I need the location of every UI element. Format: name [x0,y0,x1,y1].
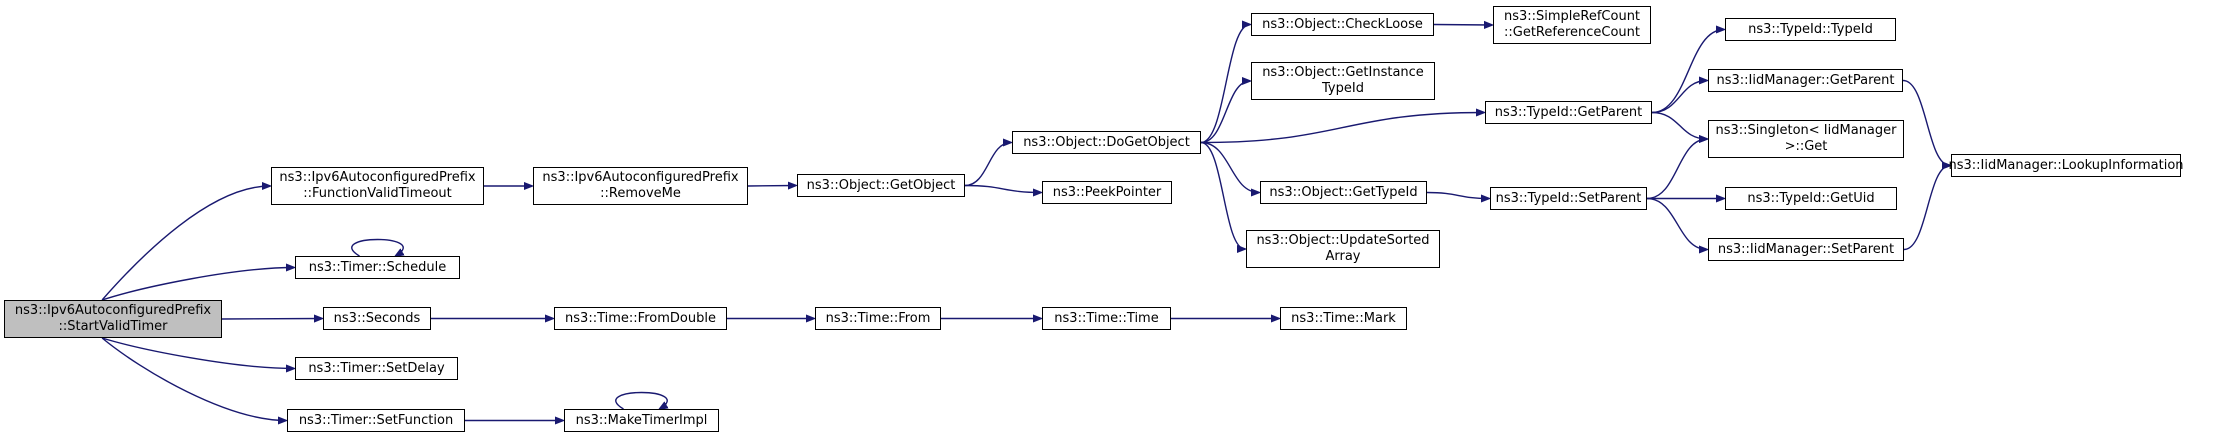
function-node-label: ::GetReferenceCount [1504,25,1640,40]
call-edge [1200,141,1245,250]
call-edge [1426,191,1489,199]
function-node-label: ns3::SimpleRefCount [1503,9,1641,24]
call-edge [1651,30,1724,114]
function-node[interactable]: ns3::Time::FromDouble [554,307,727,330]
function-node[interactable]: ns3::Seconds [323,307,431,330]
function-node-label: ns3::Time::Time [1054,310,1159,326]
root-function-node[interactable]: ns3::Ipv6AutoconfiguredPrefix::StartVali… [4,300,222,338]
function-node-label: TypeId [1322,81,1364,96]
function-node[interactable]: ns3::Object::GetTypeId [1260,181,1427,204]
call-edge [351,238,403,257]
call-edge [964,184,1041,193]
function-node[interactable]: ns3::Time::From [815,307,941,330]
function-node-label: ns3::TypeId::GetUid [1747,190,1875,206]
function-node[interactable]: ns3::Timer::SetFunction [287,409,465,432]
function-node[interactable]: ns3::IidManager::SetParent [1708,238,1904,261]
function-node-label: ns3::Object::DoGetObject [1023,134,1190,150]
function-node-label: Array [1325,249,1361,264]
function-node[interactable]: ns3::SimpleRefCount::GetReferenceCount [1493,6,1651,44]
function-node-label: ns3::Timer::SetFunction [298,412,454,428]
function-node-label: ns3::Ipv6AutoconfiguredPrefix [279,170,476,185]
function-node-label: ::StartValidTimer [58,319,168,334]
call-edge [1200,25,1250,144]
function-node-label: ns3::PeekPointer [1052,184,1162,200]
call-edge [1433,25,1492,26]
function-node[interactable]: ns3::TypeId::SetParent [1490,187,1647,210]
call-edge [101,337,294,369]
call-edge [101,186,270,301]
function-node[interactable]: ns3::TypeId::GetUid [1725,187,1897,210]
function-node[interactable]: ns3::Timer::Schedule [295,256,460,279]
function-node[interactable]: ns3::Object::DoGetObject [1012,131,1201,154]
function-node-label: ns3::Seconds [333,310,421,326]
call-edge [1646,197,1707,250]
call-edge [101,337,286,421]
function-node-label: ns3::IidManager::SetParent [1717,241,1895,257]
call-edge [1646,139,1707,200]
function-node-label: ns3::Timer::SetDelay [308,360,445,376]
function-node-label: >::Get [1784,139,1828,154]
function-node-label: ns3::Time::Mark [1291,310,1396,326]
call-edge [615,391,667,410]
function-node-label: ns3::Ipv6AutoconfiguredPrefix [14,303,212,318]
function-node[interactable]: ns3::IidManager::LookupInformation [1948,154,2184,177]
call-edge [101,268,294,301]
function-node-label: ns3::TypeId::TypeId [1748,21,1873,37]
function-node[interactable]: ns3::TypeId::GetParent [1485,101,1652,124]
function-node[interactable]: ns3::IidManager::GetParent [1708,69,1903,92]
call-edge [964,143,1011,187]
function-node-label: ::FunctionValidTimeout [303,186,452,201]
call-edge [1200,141,1259,193]
function-node-label: ns3::Object::GetObject [806,177,956,193]
function-node-label: ns3::Singleton< IidManager [1715,123,1897,138]
call-edge [1651,81,1707,114]
function-node-label: ns3::IidManager::LookupInformation [1948,157,2184,173]
function-node[interactable]: ns3::Ipv6AutoconfiguredPrefix::FunctionV… [271,167,484,205]
function-node[interactable]: ns3::Object::GetObject [797,174,965,197]
function-node[interactable]: ns3::Timer::SetDelay [295,357,458,380]
function-node-label: ns3::IidManager::GetParent [1716,72,1895,88]
function-node-label: ns3::Object::UpdateSorted [1256,233,1430,248]
function-node-label: ns3::Object::GetInstance [1262,65,1424,80]
call-edge [747,186,796,187]
function-node[interactable]: ns3::Ipv6AutoconfiguredPrefix::RemoveMe [533,167,748,205]
function-node[interactable]: ns3::TypeId::TypeId [1725,18,1896,41]
function-node[interactable]: ns3::Time::Mark [1280,307,1407,330]
function-node-label: ns3::Object::CheckLoose [1262,16,1423,32]
call-edge [1200,81,1250,144]
function-node-label: ns3::Time::FromDouble [565,310,716,326]
function-node-label: ns3::TypeId::SetParent [1495,190,1642,206]
function-node-label: ::RemoveMe [600,186,681,201]
call-edge [221,319,322,320]
function-node-label: ns3::Ipv6AutoconfiguredPrefix [542,170,739,185]
call-edge [1200,113,1484,144]
function-node-label: ns3::Object::GetTypeId [1269,184,1418,200]
function-node-label: ns3::Time::From [825,310,931,326]
call-edge [1903,166,1950,251]
function-node[interactable]: ns3::Singleton< IidManager >::Get [1708,120,1904,158]
function-node[interactable]: ns3::Time::Time [1042,307,1171,330]
function-node[interactable]: ns3::Object::CheckLoose [1251,13,1434,36]
function-node[interactable]: ns3::MakeTimerImpl [564,409,719,432]
function-node-label: ns3::TypeId::GetParent [1494,104,1643,120]
function-node[interactable]: ns3::PeekPointer [1042,181,1172,204]
function-node-label: ns3::MakeTimerImpl [575,412,708,428]
function-node-label: ns3::Timer::Schedule [308,259,447,275]
